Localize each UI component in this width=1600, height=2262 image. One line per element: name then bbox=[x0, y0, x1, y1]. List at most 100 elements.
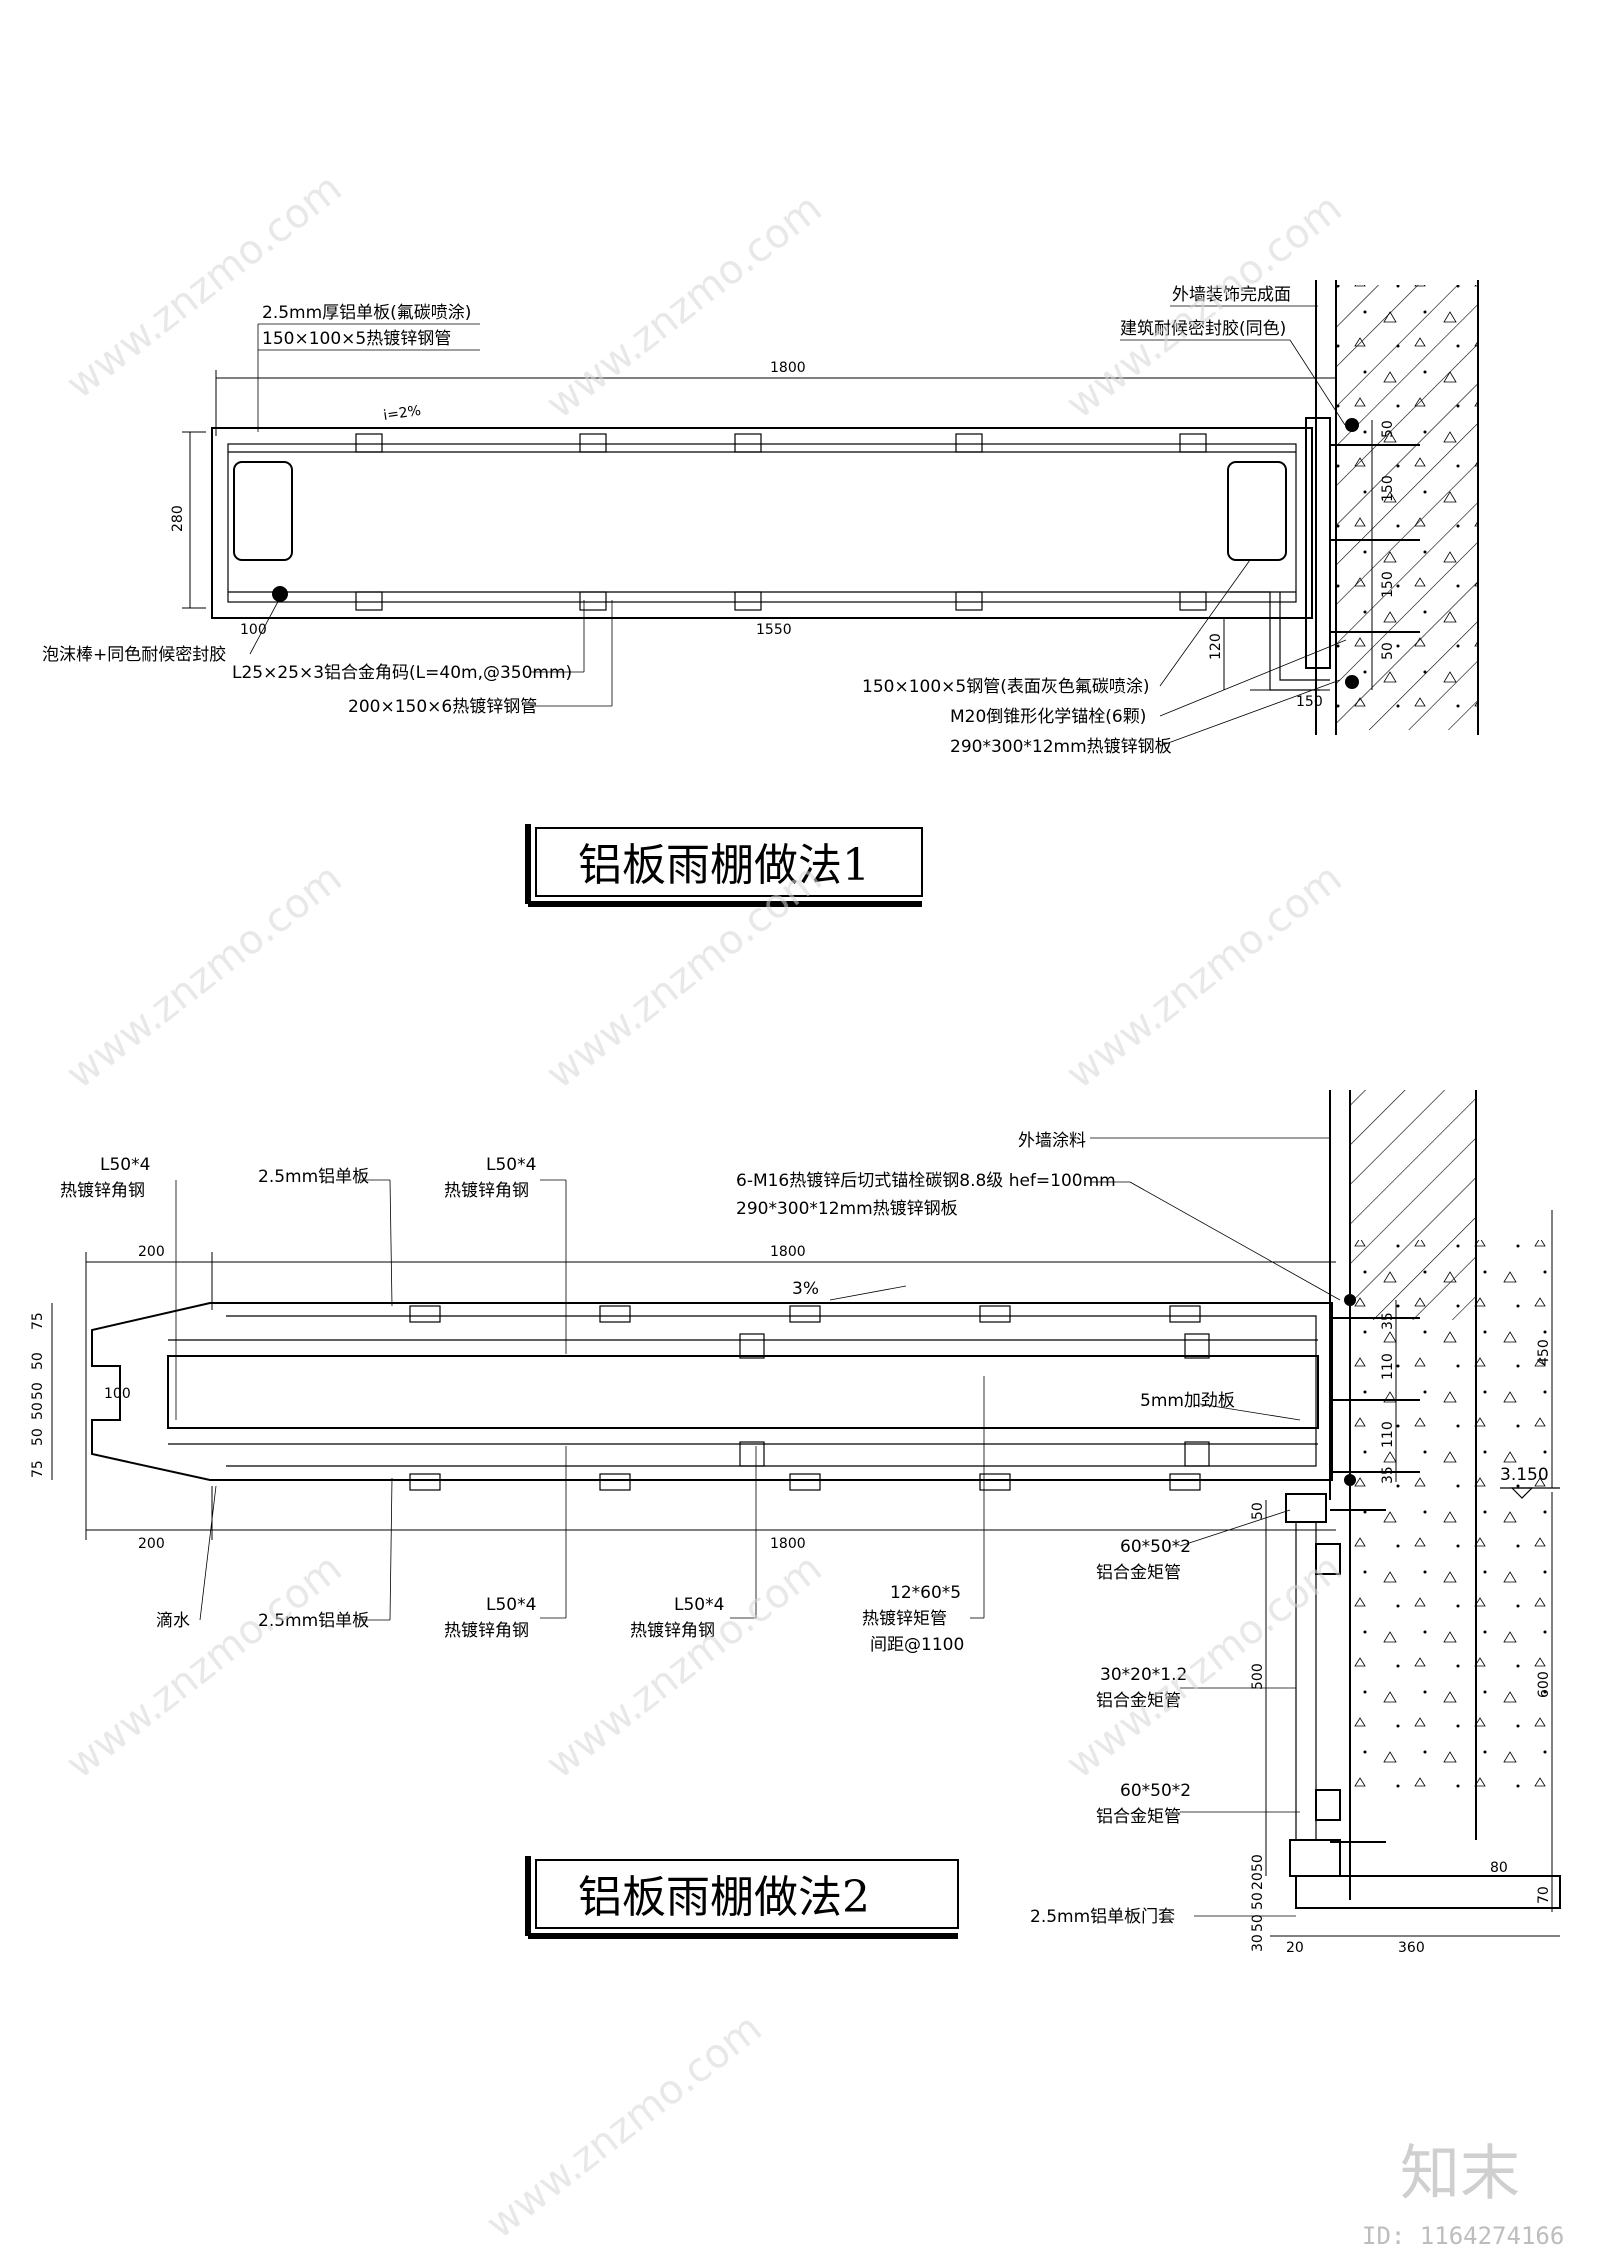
title-1: 铝板雨棚做法1 bbox=[578, 840, 870, 891]
label-grey-tube: 150×100×5钢管(表面灰色氟碳喷涂) bbox=[862, 677, 1149, 697]
dim-r50a: 50 bbox=[1380, 420, 1396, 438]
dim-v50: 50 bbox=[1250, 1502, 1266, 1520]
dim-bot1800: 1800 bbox=[770, 1536, 806, 1552]
dim-l75a: 75 bbox=[30, 1312, 46, 1330]
canopy-1 bbox=[211, 417, 1331, 691]
watermark-7: www.znzmo.com bbox=[58, 1545, 351, 1788]
dim-r80: 80 bbox=[1490, 1860, 1508, 1876]
detail-2 bbox=[51, 1090, 1562, 1939]
watermark-3: www.znzmo.com bbox=[1058, 185, 1351, 428]
clips-1 bbox=[272, 433, 1207, 611]
slope-2: 3% bbox=[792, 1279, 819, 1299]
dim-1550: 1550 bbox=[756, 622, 792, 638]
dim-r110b: 110 bbox=[1380, 1421, 1396, 1448]
label-stiffener: 5mm加劲板 bbox=[1140, 1391, 1235, 1411]
label-angle-o2: 热镀锌角钢 bbox=[630, 1621, 715, 1641]
label-angle-c2: 热镀锌角钢 bbox=[444, 1181, 529, 1201]
dim-r150a: 150 bbox=[1380, 475, 1396, 502]
dim-b360: 360 bbox=[1398, 1940, 1425, 1956]
label-main-tube: 200×150×6热镀锌钢管 bbox=[348, 697, 537, 717]
title-2: 铝板雨棚做法2 bbox=[578, 1872, 870, 1923]
dim-100: 100 bbox=[240, 622, 267, 638]
dim-v50d: 50 bbox=[1250, 1914, 1266, 1932]
label-rect-p3: 间距@1100 bbox=[870, 1635, 964, 1655]
leaders-1 bbox=[249, 305, 1347, 747]
dim-l50b: 50 bbox=[30, 1382, 46, 1400]
dim-r450: 450 bbox=[1536, 1339, 1552, 1366]
label-rect-p2: 热镀锌矩管 bbox=[862, 1609, 947, 1629]
dim-r150b: 150 bbox=[1380, 571, 1396, 598]
dim-r50b: 50 bbox=[1380, 642, 1396, 660]
detail-1-text: 2.5mm厚铝单板(氟碳喷涂) 150×100×5热镀锌钢管 外墙装饰完成面 建… bbox=[42, 285, 1396, 891]
dim-r110a: 110 bbox=[1380, 1353, 1396, 1380]
wall-1 bbox=[1315, 280, 1479, 735]
canopy-2 bbox=[91, 1302, 1333, 1481]
label-tube-i1: 60*50*2 bbox=[1120, 1781, 1191, 1801]
label-panel-top: 2.5mm铝单板 bbox=[258, 1167, 369, 1187]
label-tube-h1: 30*20*1.2 bbox=[1100, 1665, 1187, 1685]
image-id: ID: 1164274166 bbox=[1362, 2222, 1564, 2250]
label-door-trim: 2.5mm铝单板门套 bbox=[1030, 1907, 1175, 1927]
leaders-2 bbox=[175, 1137, 1341, 1917]
label-drip: 滴水 bbox=[156, 1611, 190, 1631]
label-sealant: 建筑耐候密封胶(同色) bbox=[1120, 319, 1286, 339]
label-angle-a2: 热镀锌角钢 bbox=[60, 1181, 145, 1201]
dim-v50b: 50 bbox=[1250, 1854, 1266, 1872]
dim-top1800: 1800 bbox=[770, 1244, 806, 1260]
label-steel-plate: 290*300*12mm热镀锌钢板 bbox=[950, 737, 1172, 757]
anchors-1 bbox=[1330, 418, 1420, 689]
dims-2 bbox=[51, 1210, 1560, 1937]
detail-2-text: L50*4 热镀锌角钢 2.5mm铝单板 L50*4 热镀锌角钢 6-M16热镀… bbox=[30, 1131, 1552, 1956]
dim-b20: 20 bbox=[1286, 1940, 1304, 1956]
title-box-1 bbox=[525, 824, 923, 907]
watermark-4: www.znzmo.com bbox=[58, 855, 351, 1098]
label-tube-i2: 铝合金矩管 bbox=[1096, 1807, 1181, 1827]
dim-150: 150 bbox=[1296, 694, 1323, 710]
dim-l50a: 50 bbox=[30, 1352, 46, 1370]
dim-1800: 1800 bbox=[770, 360, 806, 376]
label-wall-finish: 外墙装饰完成面 bbox=[1172, 285, 1291, 305]
dim-v20: 20 bbox=[1250, 1872, 1266, 1890]
label-wall-paint: 外墙涂料 bbox=[1018, 1131, 1086, 1151]
dim-l50c: 50 bbox=[30, 1402, 46, 1420]
dim-top200: 200 bbox=[138, 1244, 165, 1260]
label-angle-c1: L50*4 bbox=[486, 1155, 536, 1175]
label-steel-tube: 150×100×5热镀锌钢管 bbox=[262, 329, 451, 349]
dim-r70: 70 bbox=[1536, 1886, 1552, 1904]
label-anchor-bolt: 6-M16热镀锌后切式锚栓碳钢8.8级 hef=100mm bbox=[736, 1171, 1116, 1191]
brand-logo: 知末 bbox=[1400, 2139, 1520, 2209]
label-tube-h2: 铝合金矩管 bbox=[1096, 1691, 1181, 1711]
label-tube-g2: 铝合金矩管 bbox=[1096, 1563, 1181, 1583]
label-angle-n1: L50*4 bbox=[486, 1595, 536, 1615]
label-angle-o1: L50*4 bbox=[674, 1595, 724, 1615]
elevation-mark: 3.150 bbox=[1500, 1465, 1549, 1485]
label-tube-g1: 60*50*2 bbox=[1120, 1537, 1191, 1557]
title-box-2 bbox=[525, 1856, 959, 1939]
dim-l50d: 50 bbox=[30, 1428, 46, 1446]
dim-v500: 500 bbox=[1250, 1663, 1266, 1690]
dim-100b: 100 bbox=[104, 1386, 131, 1402]
watermark-2: www.znzmo.com bbox=[538, 185, 831, 428]
label-plate-2: 290*300*12mm热镀锌钢板 bbox=[736, 1199, 958, 1219]
dim-120: 120 bbox=[1208, 633, 1224, 660]
label-panel-bottom: 2.5mm铝单板 bbox=[258, 1611, 369, 1631]
watermark-10: www.znzmo.com bbox=[478, 2005, 771, 2248]
dim-r35a: 35 bbox=[1380, 1312, 1396, 1330]
detail-1 bbox=[182, 280, 1479, 907]
label-rect-p1: 12*60*5 bbox=[890, 1583, 961, 1603]
dim-280: 280 bbox=[170, 505, 186, 532]
dim-v30: 30 bbox=[1250, 1934, 1266, 1952]
watermark-8: www.znzmo.com bbox=[538, 1545, 831, 1788]
label-chem-anchor: M20倒锥形化学锚栓(6颗) bbox=[950, 707, 1146, 727]
watermark-1: www.znzmo.com bbox=[58, 165, 351, 408]
label-angle-clip: L25×25×3铝合金角码(L=40m,@350mm) bbox=[232, 663, 572, 683]
clips-2 bbox=[409, 1305, 1201, 1491]
watermark-6: www.znzmo.com bbox=[1058, 855, 1351, 1098]
door-frame bbox=[1285, 1493, 1341, 1877]
dim-l75b: 75 bbox=[30, 1460, 46, 1478]
dim-r600: 600 bbox=[1536, 1671, 1552, 1698]
label-aluminum-panel: 2.5mm厚铝单板(氟碳喷涂) bbox=[262, 303, 471, 323]
dim-bot200: 200 bbox=[138, 1536, 165, 1552]
label-angle-n2: 热镀锌角钢 bbox=[444, 1621, 529, 1641]
